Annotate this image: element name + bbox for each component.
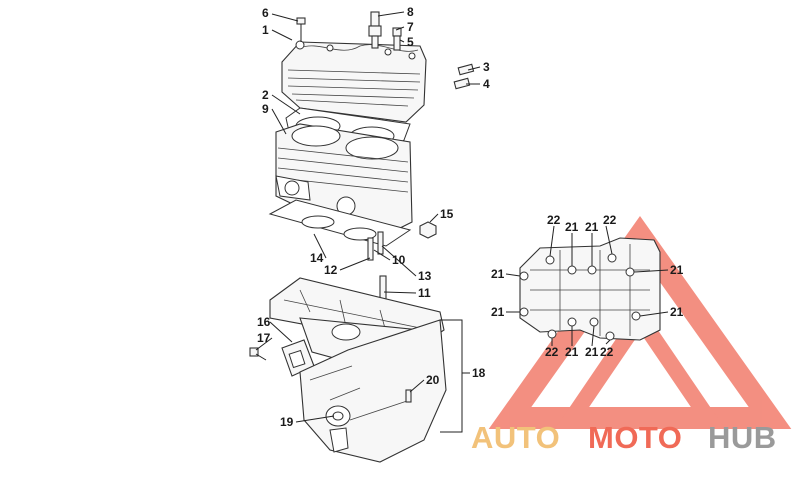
inset-callout-22-top-left: 22 [547,213,561,227]
callout-13: 13 [418,269,432,283]
watermark-hub: HUB [708,420,777,455]
intake-flange [281,339,315,377]
cylinder-head [281,40,427,123]
callout-4: 4 [483,77,490,91]
base-gasket [268,199,412,247]
inset-callout-22-top-right: 22 [603,213,617,227]
callout-20: 20 [426,373,440,387]
inset-crankcase-view [505,225,669,347]
inset-callout-21-bottom-2: 21 [585,345,599,359]
callout-17: 17 [257,331,271,345]
callout-15: 15 [440,207,454,221]
nut [419,221,437,239]
callout-14: 14 [310,251,324,265]
head-bolt [296,17,306,42]
callout-19: 19 [280,415,294,429]
inset-callout-labels: 22 21 21 22 21 21 21 21 22 21 21 22 [491,213,684,359]
callout-1: 1 [262,23,269,37]
inset-callout-21-top-2: 21 [585,220,599,234]
spark-plug [368,11,382,49]
callout-9: 9 [262,102,269,116]
callout-7: 7 [407,20,414,34]
dowel-pin [405,389,412,403]
callout-6: 6 [262,6,269,20]
inset-callout-22-bottom-right: 22 [600,345,614,359]
callout-labels: 6 1 8 7 5 3 4 2 9 15 14 10 12 13 11 16 1… [257,5,490,429]
temp-sensor [392,27,402,51]
inset-callout-21-right-2: 21 [670,305,684,319]
callout-10: 10 [392,253,406,267]
crankcase-lower [299,319,447,463]
inset-callout-21-top-1: 21 [565,220,579,234]
watermark-moto: MOTO [588,420,682,455]
clip-parts [453,63,475,90]
callout-2: 2 [262,88,269,102]
inset-callout-21-bottom-1: 21 [565,345,579,359]
callout-16: 16 [257,315,271,329]
watermark-text: AUTO MOTO HUB [471,420,777,455]
callout-12: 12 [324,263,338,277]
callout-8: 8 [407,5,414,19]
inset-callout-22-bottom-left: 22 [545,345,559,359]
screw [249,347,267,361]
watermark-auto: AUTO [471,420,560,455]
leader-lines [255,11,481,433]
callout-18: 18 [472,366,486,380]
callout-5: 5 [407,35,414,49]
inset-callout-21-left-2: 21 [491,305,505,319]
callout-11: 11 [418,286,431,300]
inset-callout-21-left-1: 21 [491,267,505,281]
callout-3: 3 [483,60,490,74]
inset-callout-21-right-1: 21 [670,263,684,277]
